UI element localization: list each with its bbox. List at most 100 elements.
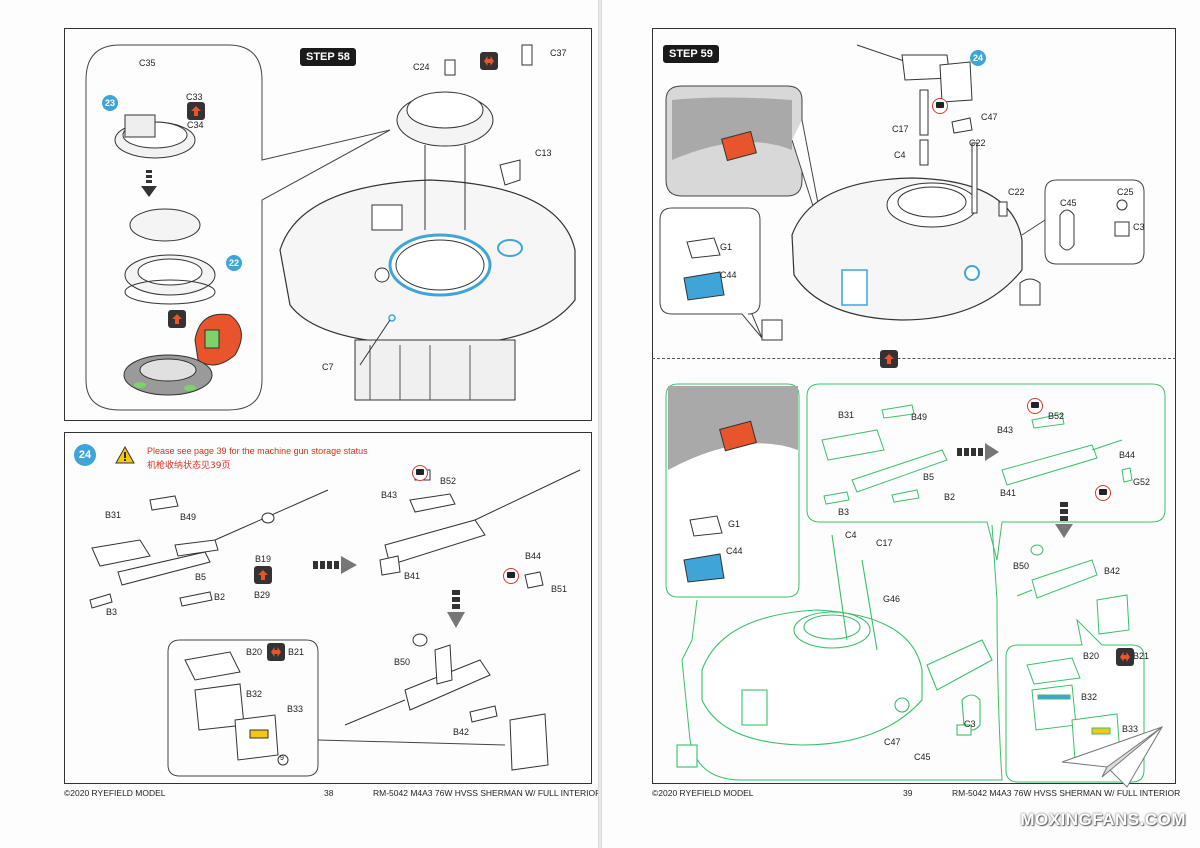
part-label: B41 — [1000, 488, 1017, 498]
part-label: 9 — [280, 755, 284, 762]
part-label: C4 — [894, 150, 906, 160]
part-label: C17 — [876, 538, 893, 548]
part-label: C33 — [186, 92, 203, 102]
part-label: B31 — [838, 410, 855, 420]
swap-direction-icon — [254, 566, 272, 584]
part-label: C25 — [1117, 187, 1134, 197]
step59-label: STEP 59 — [663, 45, 719, 63]
part-label: B43 — [997, 425, 1014, 435]
part-label: B43 — [381, 490, 398, 500]
part-label: B49 — [180, 512, 197, 522]
warning-text-zh: 机枪收纳状态见39页 — [147, 461, 231, 471]
part-label: C34 — [187, 120, 204, 130]
part-label: C3 — [1133, 222, 1145, 232]
part-label: B52 — [1048, 411, 1065, 421]
part-label: G1 — [728, 519, 741, 529]
part-label: B2 — [214, 592, 226, 602]
part-label: B21 — [1133, 651, 1150, 661]
step58-panel — [64, 28, 592, 421]
warning-icon — [115, 445, 135, 464]
do-not-glue-icon — [412, 465, 428, 481]
part-label: C44 — [720, 270, 737, 280]
swap-lr-icon — [1116, 648, 1134, 666]
do-not-glue-icon — [932, 98, 948, 114]
part-label: C7 — [322, 362, 334, 372]
swap-direction-icon — [880, 350, 898, 368]
part-label: B44 — [1119, 450, 1136, 460]
part-label: C13 — [535, 148, 552, 158]
step59-panel — [652, 28, 1176, 784]
step59-bottom-drawings — [665, 383, 1166, 783]
callout-22: 22 — [226, 255, 242, 271]
part-label: C35 — [139, 58, 156, 68]
part-label: B42 — [1104, 566, 1121, 576]
part-label: B32 — [1081, 692, 1098, 702]
sub-assembly-24-panel — [64, 432, 592, 784]
page-number: 38 — [324, 788, 334, 798]
footer-copyright: ©2020 RYEFIELD MODEL — [652, 788, 754, 798]
part-label: B41 — [404, 571, 421, 581]
part-label: B3 — [838, 507, 850, 517]
warning-text: Please see page 39 for the machine gun s… — [147, 446, 368, 456]
machine-gun-drawings — [89, 469, 581, 777]
part-label: B20 — [1083, 651, 1100, 661]
part-label: B5 — [923, 472, 935, 482]
callout-24: 24 — [970, 50, 986, 66]
paper-plane-logo — [1061, 726, 1164, 788]
part-label: C45 — [1060, 198, 1077, 208]
part-label: G52 — [1133, 477, 1151, 487]
part-label: B19 — [255, 554, 272, 564]
part-label: C22 — [1008, 187, 1025, 197]
part-label: G46 — [883, 594, 901, 604]
step59-top-drawings — [659, 44, 1145, 341]
swap-lr-icon — [480, 52, 498, 70]
part-label: B52 — [440, 476, 457, 486]
section-divider — [652, 358, 1176, 359]
watermark-text: MOXINGFANS.COM — [1020, 810, 1186, 829]
step58-label: STEP 58 — [300, 48, 356, 66]
page-39: STEP 59 24 — [602, 0, 1200, 848]
part-label: B32 — [246, 689, 263, 699]
do-not-glue-icon — [503, 568, 519, 584]
part-label: C22 — [969, 138, 986, 148]
part-label: C4 — [845, 530, 857, 540]
part-label: C47 — [981, 112, 998, 122]
part-label: C44 — [726, 546, 743, 556]
part-label: B5 — [195, 572, 207, 582]
page-gutter — [598, 0, 602, 848]
swap-direction-icon — [168, 310, 186, 328]
part-label: B50 — [394, 657, 411, 667]
page-number: 39 — [903, 788, 913, 798]
part-label: B42 — [453, 727, 470, 737]
footer-copyright: ©2020 RYEFIELD MODEL — [64, 788, 166, 798]
part-label: B44 — [525, 551, 542, 561]
footer-product: RM-5042 M4A3 76W HVSS SHERMAN W/ FULL IN… — [373, 788, 602, 798]
part-label: B20 — [246, 647, 263, 657]
callout-23: 23 — [102, 95, 118, 111]
part-label: C47 — [884, 737, 901, 747]
page-38: STEP 58 — [0, 0, 602, 848]
do-not-glue-icon — [1095, 485, 1111, 501]
part-label: B33 — [1122, 724, 1139, 734]
part-label: B49 — [911, 412, 928, 422]
swap-direction-icon — [187, 102, 205, 120]
part-label: B2 — [944, 492, 956, 502]
part-label: B3 — [106, 607, 118, 617]
part-label: C24 — [413, 62, 430, 72]
part-label: B21 — [288, 647, 305, 657]
part-label: B50 — [1013, 561, 1030, 571]
part-label: C37 — [550, 48, 567, 58]
do-not-glue-icon — [1027, 398, 1043, 414]
part-label: B29 — [254, 590, 271, 600]
callout-24: 24 — [74, 444, 96, 466]
part-label: C3 — [964, 719, 976, 729]
part-label: G1 — [720, 242, 733, 252]
footer-product: RM-5042 M4A3 76W HVSS SHERMAN W/ FULL IN… — [952, 788, 1181, 798]
part-label: C45 — [914, 752, 931, 762]
step58-callout-bubble — [85, 44, 576, 411]
swap-lr-icon — [267, 643, 285, 661]
part-label: B51 — [551, 584, 568, 594]
part-label: C17 — [892, 124, 909, 134]
part-label: B31 — [105, 510, 122, 520]
part-label: B33 — [287, 704, 304, 714]
